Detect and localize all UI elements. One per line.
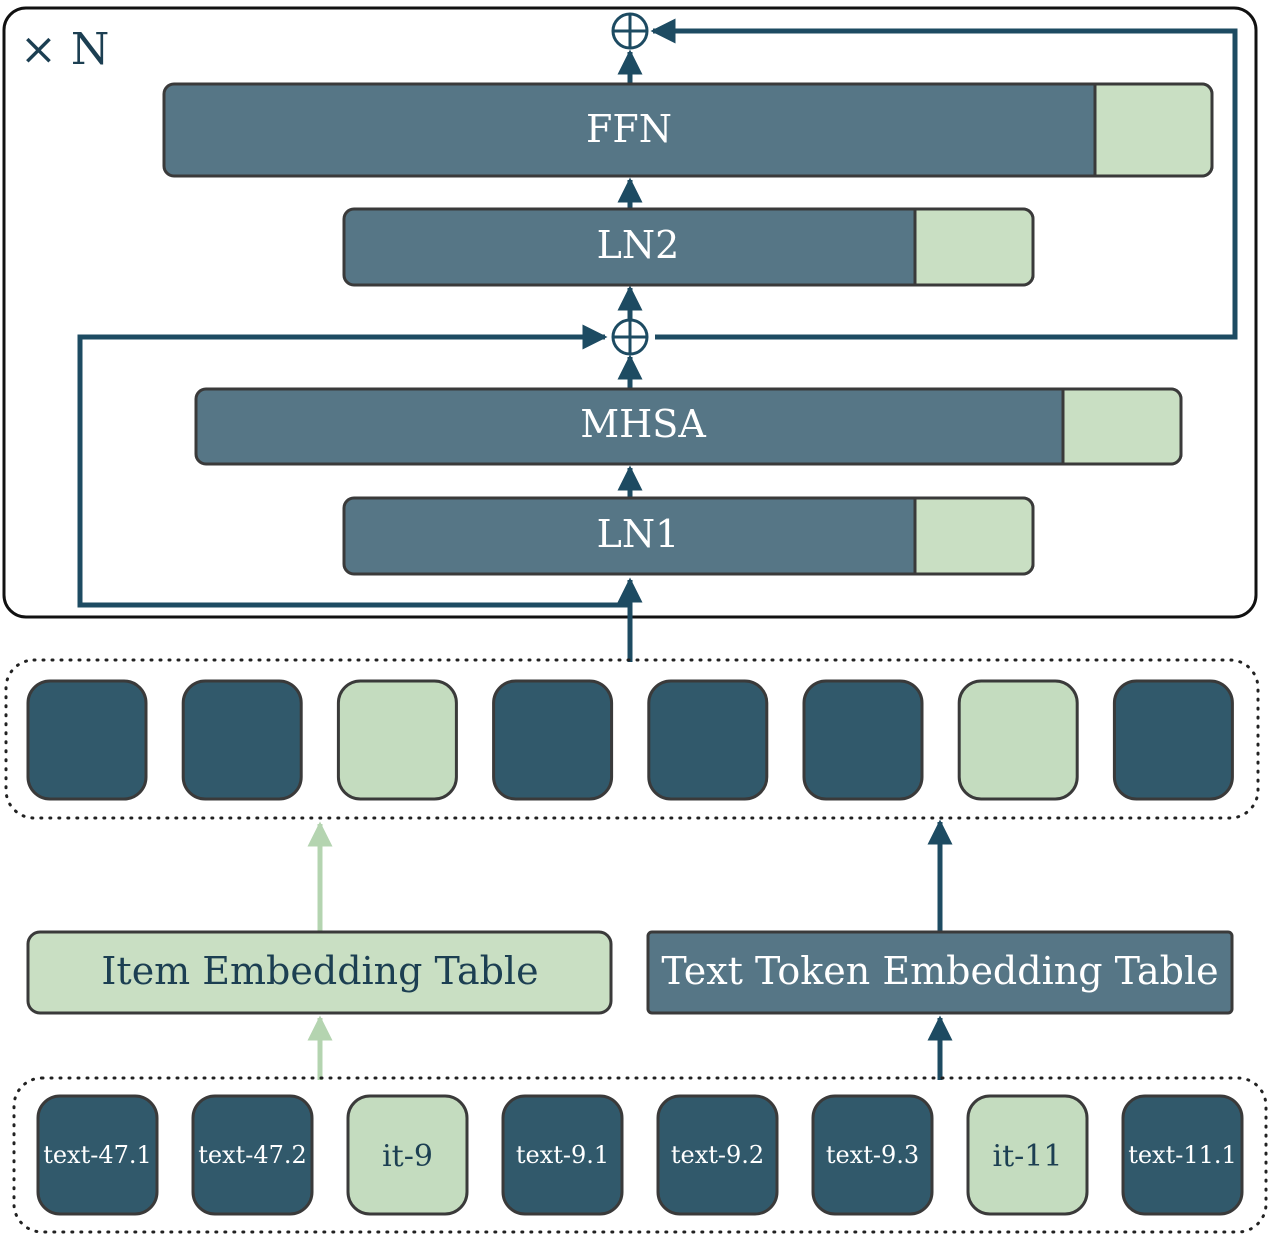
input-token-text: text-47.1 — [36, 1094, 159, 1216]
add-node-top — [611, 12, 649, 50]
embedding-box-text — [181, 679, 303, 801]
input-token-box — [36, 1094, 159, 1216]
input-token-sequence: text-47.1 text-47.2 it-9 text-9.1 text-9.2 te… — [36, 1094, 1244, 1216]
embedding-box-text — [492, 679, 614, 801]
ln2-adapter — [913, 207, 1035, 287]
input-token-label: text-47.2 — [198, 1141, 307, 1169]
input-token-text: text-47.2 — [191, 1094, 314, 1216]
ln1-layer: LN1 — [342, 496, 1035, 576]
input-token-label: it-9 — [382, 1139, 433, 1174]
embedding-sequence — [26, 679, 1234, 801]
residual-line-attention — [77, 324, 630, 608]
ffn-adapter — [1093, 82, 1214, 178]
add-node-middle — [611, 318, 649, 356]
item-embedding-table-label: Item Embedding Table — [101, 949, 538, 993]
input-token-text: text-9.1 — [501, 1094, 624, 1216]
input-token-label: it-11 — [993, 1139, 1063, 1174]
input-token-item: it-11 — [966, 1094, 1089, 1216]
text-token-embedding-table-label: Text Token Embedding Table — [661, 949, 1218, 993]
input-token-box — [191, 1094, 314, 1216]
mhsa-layer: MHSA — [194, 387, 1183, 466]
input-token-box — [501, 1094, 624, 1216]
item-embedding-table: Item Embedding Table — [26, 930, 613, 1015]
input-token-label: text-9.2 — [671, 1141, 764, 1169]
mhsa-adapter — [1061, 387, 1183, 466]
input-token-box — [966, 1094, 1089, 1216]
ffn-layer: FFN — [162, 82, 1214, 178]
input-token-box — [1121, 1094, 1244, 1216]
input-token-item: it-9 — [346, 1094, 469, 1216]
input-token-text: text-11.1 — [1121, 1094, 1244, 1216]
input-token-container — [12, 1076, 1268, 1234]
ln2-label: LN2 — [597, 223, 680, 267]
embedding-box-text — [647, 679, 769, 801]
input-token-text: text-9.3 — [811, 1094, 934, 1216]
input-token-box — [811, 1094, 934, 1216]
repeat-label: × N — [20, 24, 109, 75]
embedding-box-item — [957, 679, 1079, 801]
input-token-label: text-11.1 — [1128, 1141, 1237, 1169]
input-token-text: text-9.2 — [656, 1094, 779, 1216]
embedding-box-text — [802, 679, 924, 801]
input-token-box — [346, 1094, 469, 1216]
ln2-layer: LN2 — [342, 207, 1035, 287]
ffn-label: FFN — [586, 107, 672, 151]
input-token-label: text-9.1 — [516, 1141, 609, 1169]
input-token-label: text-47.1 — [43, 1141, 152, 1169]
residual-line-ffn — [650, 18, 1238, 340]
mhsa-label: MHSA — [580, 402, 706, 446]
input-token-box — [656, 1094, 779, 1216]
embedding-box-text — [26, 679, 148, 801]
ln1-label: LN1 — [597, 512, 680, 556]
ln1-adapter — [913, 496, 1035, 576]
embedding-box-item — [336, 679, 458, 801]
input-token-label: text-9.3 — [826, 1141, 919, 1169]
text-token-embedding-table: Text Token Embedding Table — [646, 930, 1234, 1015]
embedding-box-text — [1112, 679, 1234, 801]
